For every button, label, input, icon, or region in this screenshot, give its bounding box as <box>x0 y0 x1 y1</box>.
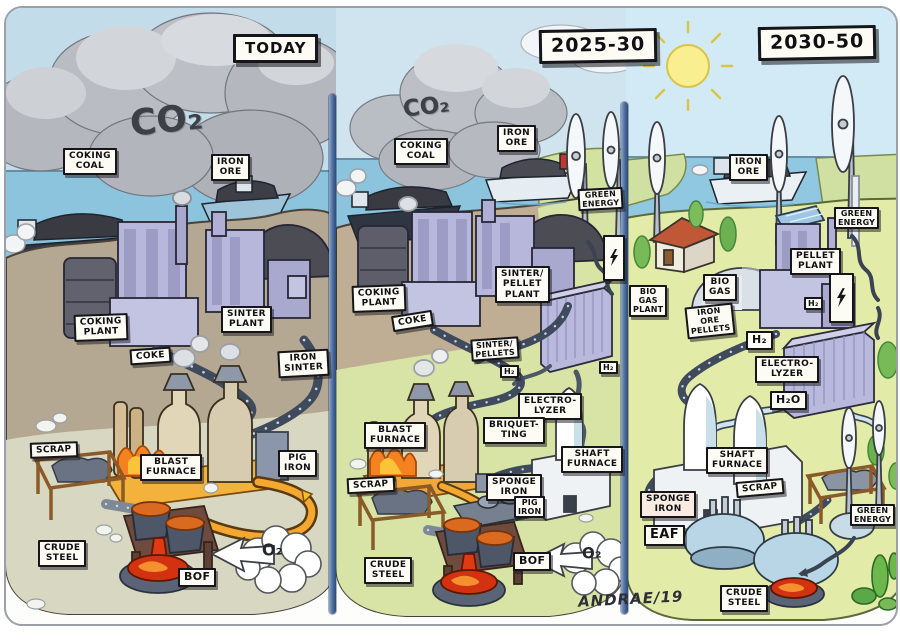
label-bof: BOF <box>513 552 552 571</box>
dust-puffs <box>26 412 219 610</box>
label-iron-ore: IRON ORE <box>211 154 251 181</box>
panel-title-today: TODAY <box>233 34 319 64</box>
label-bof: BOF <box>178 568 217 587</box>
label-coking-coal: COKING COAL <box>394 138 448 165</box>
label-shaft-furnace: SHAFT FURNACE <box>706 447 769 474</box>
label-hydrogen: H₂ <box>804 297 823 311</box>
label-oxygen: O₂ <box>261 539 284 560</box>
panel-2025-30-scene <box>336 8 626 617</box>
label-sponge-iron: SPONGE IRON <box>640 491 697 518</box>
label-hydrogen: H₂ <box>500 365 519 379</box>
label-coking-plant: COKING PLANT <box>351 284 407 313</box>
eaf-vessels <box>683 496 839 608</box>
label-hydrogen: H₂ <box>746 331 773 350</box>
panel-title-2030-50: 2030-50 <box>757 24 877 61</box>
label-green-energy: GREEN ENERGY <box>834 207 880 230</box>
label-bio-gas: BIO GAS <box>703 274 738 301</box>
label-scrap: SCRAP <box>346 475 395 495</box>
label-sinter-pellets: SINTER/ PELLETS <box>470 336 520 363</box>
power-badge <box>829 273 854 323</box>
panel-title-2025-30: 2025-30 <box>538 27 658 64</box>
label-coking-plant: COKING PLANT <box>73 313 129 342</box>
label-sinter-pellet-plant: SINTER/ PELLET PLANT <box>495 266 550 304</box>
cartoon-frame: TODAY 2025-30 2030-50 CO₂ CO₂ COKING COA… <box>4 6 898 626</box>
label-electrolyzer: ELECTRO- LYZER <box>518 393 583 420</box>
farm-house <box>647 216 721 274</box>
label-pig-iron: PIG IRON <box>514 496 546 519</box>
label-pig-iron: PIG IRON <box>278 450 318 477</box>
label-blast-furnace: BLAST FURNACE <box>140 454 203 481</box>
label-hydrogen: H₂ <box>599 361 618 375</box>
label-crude-steel: CRUDE STEEL <box>38 540 87 567</box>
label-sinter-plant: SINTER PLANT <box>221 306 272 333</box>
label-coke: COKE <box>129 346 172 366</box>
label-iron-sinter: IRON SINTER <box>277 348 330 379</box>
label-scrap: SCRAP <box>29 441 78 460</box>
label-bio-gas-plant: BIO GAS PLANT <box>629 285 668 317</box>
panel-divider-right <box>621 102 628 614</box>
cactus-and-bushes <box>851 552 896 611</box>
trees <box>633 200 896 490</box>
iron-ore-ship <box>483 153 582 206</box>
label-pellet-plant: PELLET PLANT <box>790 248 841 275</box>
label-shaft-furnace: SHAFT FURNACE <box>561 446 624 473</box>
panel-divider-left <box>329 94 336 614</box>
label-electrolyzer: ELECTRO- LYZER <box>755 356 820 383</box>
lightning-icon <box>837 288 846 308</box>
label-briquetting: BRIQUET- TING <box>483 417 545 444</box>
label-crude-steel: CRUDE STEEL <box>720 585 769 612</box>
oxygen-cloud <box>210 525 322 594</box>
label-green-energy: GREEN ENERGY <box>850 504 896 527</box>
sinter-plant-building <box>205 211 335 319</box>
sun <box>642 20 734 112</box>
power-badge <box>603 235 625 281</box>
label-blast-furnace: BLAST FURNACE <box>364 422 427 449</box>
co2-emission-text: CO₂ <box>128 96 205 145</box>
coking-plant-building <box>63 190 199 347</box>
label-water: H₂O <box>770 391 807 410</box>
label-iron-ore-pellets: IRON ORE PELLETS <box>684 302 736 339</box>
label-iron-ore: IRON ORE <box>729 154 769 181</box>
label-oxygen: O₂ <box>581 543 602 563</box>
bof-converter <box>119 501 220 594</box>
label-green-energy: GREEN ENERGY <box>577 186 624 212</box>
bof-converter <box>432 517 530 607</box>
label-eaf: EAF <box>644 525 686 546</box>
oxygen-cloud <box>529 531 626 596</box>
label-coking-coal: COKING COAL <box>63 148 117 175</box>
lightning-icon <box>610 249 618 267</box>
label-iron-ore: IRON ORE <box>497 125 537 152</box>
label-crude-steel: CRUDE STEEL <box>364 557 413 584</box>
